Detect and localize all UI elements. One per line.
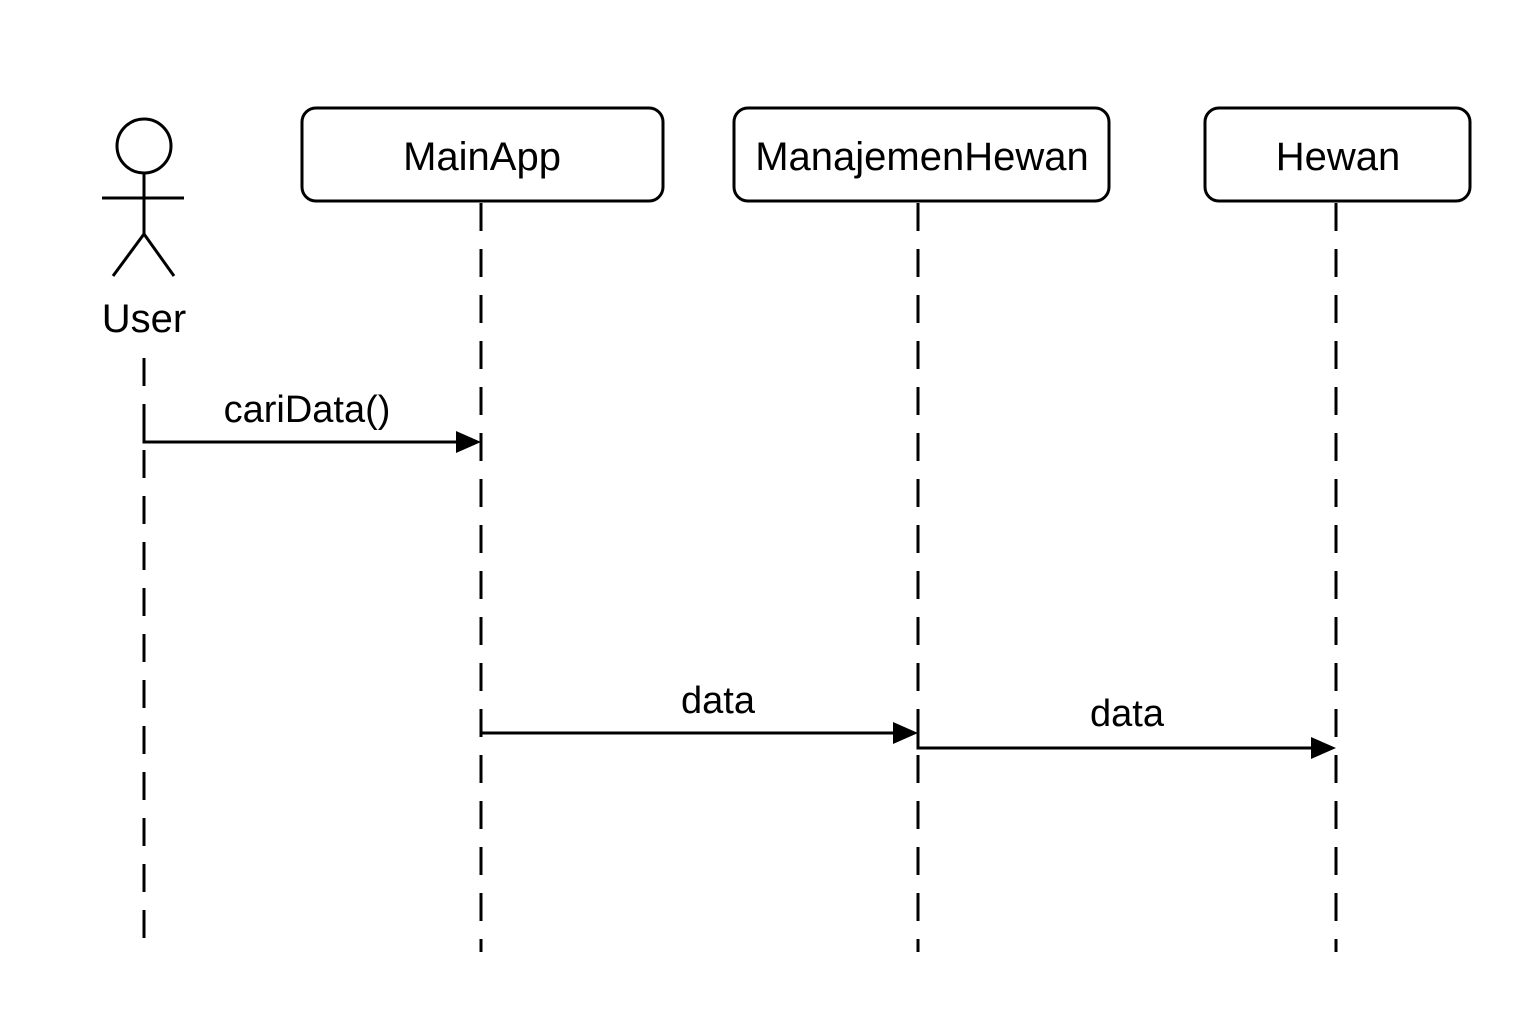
participant-box: [732, 106, 1111, 203]
arrowhead-icon: [893, 722, 918, 744]
actor-head: [115, 117, 173, 175]
message-arrow-line: [916, 722, 1314, 750]
message-label: data: [681, 680, 756, 722]
message-data-1: data: [481, 680, 918, 744]
actor-label: User: [102, 297, 186, 341]
message-label: cariData(): [224, 389, 391, 431]
arrowhead-icon: [1311, 737, 1336, 759]
message-caridata: cariData(): [142, 389, 481, 453]
message-data-2: data: [916, 693, 1336, 759]
participant-hewan: Hewan: [1203, 106, 1472, 203]
actor-user: User: [102, 117, 186, 341]
arrowhead-icon: [456, 431, 481, 453]
participant-label: ManajemenHewan: [755, 135, 1089, 179]
message-arrow-line: [142, 416, 460, 444]
participant-box: [300, 106, 665, 203]
actor-left-leg: [111, 233, 146, 277]
participant-label: MainApp: [403, 135, 561, 179]
participant-manajemenhewan: ManajemenHewan: [732, 106, 1111, 203]
participant-box: [1203, 106, 1472, 203]
participant-mainapp: MainApp: [300, 106, 665, 203]
actor-right-leg: [142, 233, 176, 277]
participant-label: Hewan: [1276, 135, 1401, 179]
message-label: data: [1090, 693, 1165, 735]
